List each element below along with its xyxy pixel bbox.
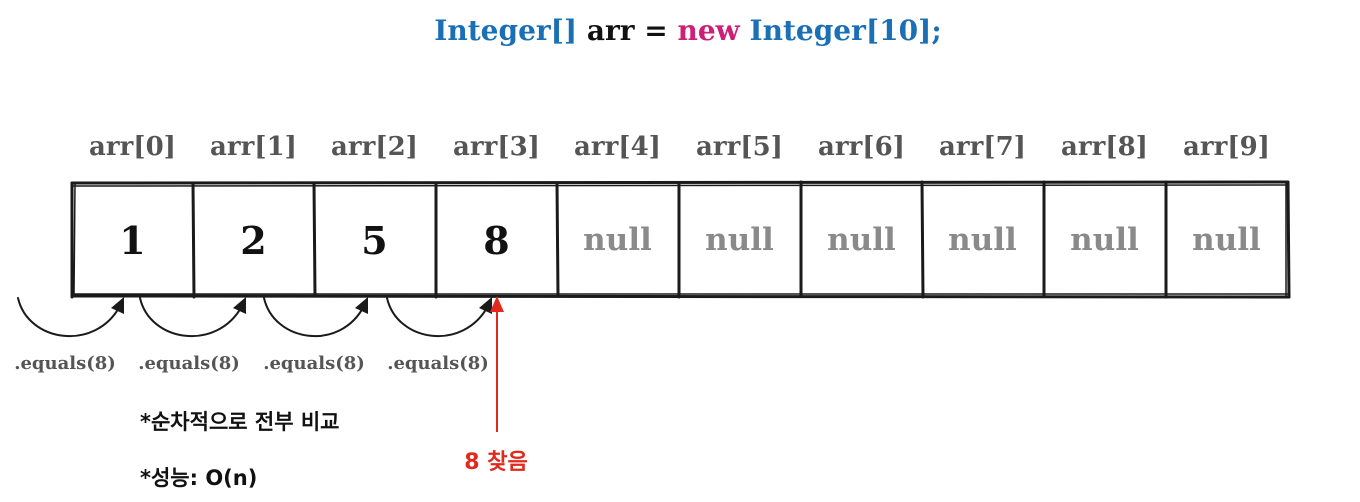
array-cell-8: null xyxy=(1070,222,1139,258)
compare-arc-3 xyxy=(263,297,365,338)
compare-arc-1 xyxy=(17,297,121,338)
array-cell-0: 1 xyxy=(119,217,146,263)
index-label-2: arr[2] xyxy=(331,132,418,162)
code-constructor: Integer[10]; xyxy=(739,14,942,47)
index-label-0: arr[0] xyxy=(89,132,176,162)
arrowhead-icon xyxy=(111,297,124,314)
note-sequential: *순차적으로 전부 비교 xyxy=(140,410,340,434)
code-declaration: Integer[] arr = new Integer[10]; xyxy=(0,14,1360,47)
array-cell-3: 8 xyxy=(483,217,510,263)
array-cell-5: null xyxy=(705,222,774,258)
array-cell-1: 2 xyxy=(240,217,267,263)
index-label-7: arr[7] xyxy=(939,132,1026,162)
array-cell-2: 5 xyxy=(361,217,388,263)
arrowhead-icon xyxy=(479,297,492,314)
note-performance: *성능: O(n) xyxy=(140,466,258,490)
array-cell-6: null xyxy=(827,222,896,258)
equals-label-1: .equals(8) xyxy=(14,353,116,374)
code-variable: arr = xyxy=(577,14,678,47)
index-label-9: arr[9] xyxy=(1183,132,1270,162)
comparison-arcs xyxy=(17,297,489,338)
equals-label-3: .equals(8) xyxy=(263,353,365,374)
array-cell-7: null xyxy=(948,222,1017,258)
index-label-8: arr[8] xyxy=(1061,132,1148,162)
equals-label-2: .equals(8) xyxy=(138,353,240,374)
index-label-1: arr[1] xyxy=(210,132,297,162)
array-outline xyxy=(70,180,1291,299)
arrowhead-icon xyxy=(355,297,368,314)
code-keyword-new: new xyxy=(677,14,740,47)
index-label-6: arr[6] xyxy=(818,132,905,162)
equals-label-4: .equals(8) xyxy=(387,353,489,374)
compare-arc-4 xyxy=(386,297,489,338)
code-type: Integer[] xyxy=(434,14,578,47)
found-arrow xyxy=(490,296,504,432)
array-cell-9: null xyxy=(1192,222,1261,258)
compare-arc-2 xyxy=(139,297,243,338)
arrowhead-icon xyxy=(233,297,246,314)
comparison-arrowheads xyxy=(111,297,492,314)
index-label-4: arr[4] xyxy=(574,132,661,162)
array-cell-4: null xyxy=(583,222,652,258)
index-label-3: arr[3] xyxy=(453,132,540,162)
found-label: 8 찾음 xyxy=(464,450,528,475)
found-arrowhead-icon xyxy=(490,296,504,312)
index-label-5: arr[5] xyxy=(696,132,783,162)
